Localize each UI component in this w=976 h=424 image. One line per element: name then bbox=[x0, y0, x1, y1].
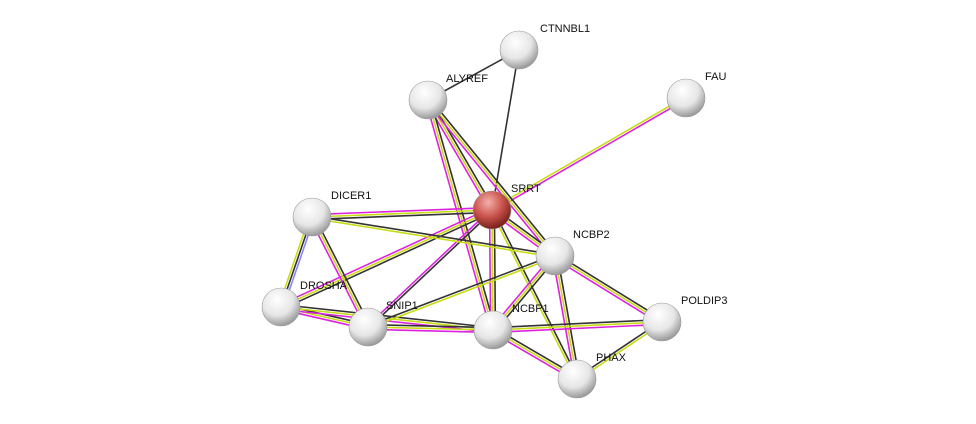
node-sphere[interactable] bbox=[473, 310, 513, 350]
node-label: DROSHA bbox=[300, 280, 348, 292]
edge-alyref-ncbp2[interactable] bbox=[425, 101, 554, 259]
node-srrt[interactable]: SRRT bbox=[472, 183, 541, 230]
node-sphere[interactable] bbox=[535, 236, 575, 276]
edge-alyref-ncbp1[interactable] bbox=[429, 99, 497, 330]
edge-alyref-srrt[interactable] bbox=[429, 98, 495, 210]
node-phax[interactable]: PHAX bbox=[557, 352, 627, 399]
edge-srrt-snip1[interactable] bbox=[368, 210, 494, 329]
node-sphere[interactable] bbox=[557, 359, 597, 399]
edge-ncbp2-phax[interactable] bbox=[556, 255, 581, 379]
node-label: POLDIP3 bbox=[681, 295, 727, 307]
edge-srrt-dicer1[interactable] bbox=[311, 206, 492, 216]
edge-alyref-ncbp2[interactable] bbox=[427, 99, 556, 257]
node-ncbp1[interactable]: NCBP1 bbox=[473, 303, 549, 350]
edge-fau-srrt[interactable] bbox=[491, 96, 686, 210]
node-ctnnbl1[interactable]: CTNNBL1 bbox=[499, 23, 590, 70]
node-label: ALYREF bbox=[446, 73, 488, 85]
node-snip1[interactable]: SNIP1 bbox=[348, 300, 418, 347]
node-label: PHAX bbox=[596, 352, 627, 364]
node-sphere[interactable] bbox=[472, 190, 512, 230]
edge-srrt-drosha[interactable] bbox=[280, 209, 493, 308]
edge-alyref-ncbp1[interactable] bbox=[427, 99, 494, 331]
edge-ncbp2-phax[interactable] bbox=[551, 256, 576, 380]
edge-ncbp2-poldip3[interactable] bbox=[553, 257, 662, 325]
edge-dicer1-snip1[interactable] bbox=[311, 216, 369, 328]
edge-srrt-phax[interactable] bbox=[490, 210, 577, 380]
node-sphere[interactable] bbox=[642, 302, 682, 342]
edge-srrt-snip1[interactable] bbox=[366, 208, 492, 327]
node-poldip3[interactable]: POLDIP3 bbox=[642, 295, 727, 342]
edge-dicer1-ncbp2[interactable] bbox=[312, 215, 556, 256]
node-sphere[interactable] bbox=[666, 78, 706, 118]
edge-snip1-ncbp2[interactable] bbox=[368, 256, 556, 329]
edge-srrt-drosha[interactable] bbox=[279, 207, 492, 306]
edge-ncbp2-phax[interactable] bbox=[554, 255, 578, 380]
edge-ncbp2-poldip3[interactable] bbox=[555, 253, 664, 321]
edge-ncbp1-poldip3[interactable] bbox=[492, 318, 662, 329]
node-ncbp2[interactable]: NCBP2 bbox=[535, 229, 610, 276]
edge-srrt-ncbp1[interactable] bbox=[491, 209, 494, 331]
node-sphere[interactable] bbox=[348, 307, 388, 347]
node-label: NCBP1 bbox=[512, 303, 549, 315]
edge-srrt-ncbp1[interactable] bbox=[488, 210, 492, 331]
edge-srrt-drosha[interactable] bbox=[281, 211, 494, 310]
edge-ncbp1-poldip3[interactable] bbox=[492, 321, 663, 331]
node-label: SNIP1 bbox=[386, 300, 418, 312]
edge-snip1-ncbp1[interactable] bbox=[367, 328, 493, 334]
node-dicer1[interactable]: DICER1 bbox=[292, 190, 371, 237]
node-sphere[interactable] bbox=[499, 30, 539, 70]
edge-ncbp1-poldip3[interactable] bbox=[493, 323, 663, 334]
edge-dicer1-snip1[interactable] bbox=[309, 217, 367, 329]
edge-ncbp2-poldip3[interactable] bbox=[554, 255, 663, 323]
edge-alyref-srrt[interactable] bbox=[427, 99, 493, 211]
node-label: CTNNBL1 bbox=[540, 23, 590, 35]
edge-srrt-phax[interactable] bbox=[492, 209, 579, 379]
edge-srrt-dicer1[interactable] bbox=[311, 209, 493, 218]
node-sphere[interactable] bbox=[261, 287, 301, 327]
edge-srrt-dicer1[interactable] bbox=[312, 211, 493, 221]
node-fau[interactable]: FAU bbox=[666, 71, 726, 118]
node-label: DICER1 bbox=[331, 190, 371, 202]
edge-dicer1-ncbp2[interactable] bbox=[311, 217, 555, 258]
node-label: FAU bbox=[705, 71, 726, 83]
node-sphere[interactable] bbox=[408, 80, 448, 120]
node-drosha[interactable]: DROSHA bbox=[261, 280, 348, 327]
edge-fau-srrt[interactable] bbox=[492, 98, 687, 212]
edge-drosha-ncbp1[interactable] bbox=[281, 303, 494, 329]
node-alyref[interactable]: ALYREF bbox=[408, 73, 488, 120]
edge-srrt-ncbp1[interactable] bbox=[493, 209, 497, 330]
edge-alyref-ncbp2[interactable] bbox=[429, 97, 558, 255]
edge-alyref-ncbp1[interactable] bbox=[424, 100, 492, 331]
node-label: SRRT bbox=[511, 183, 541, 195]
edge-dicer1-snip1[interactable] bbox=[313, 215, 371, 327]
node-label: NCBP2 bbox=[573, 229, 610, 241]
node-sphere[interactable] bbox=[292, 197, 332, 237]
edge-snip1-ncbp2[interactable] bbox=[367, 254, 555, 327]
edge-snip1-ncbp1[interactable] bbox=[368, 323, 494, 329]
edge-snip1-ncbp1[interactable] bbox=[367, 326, 494, 331]
